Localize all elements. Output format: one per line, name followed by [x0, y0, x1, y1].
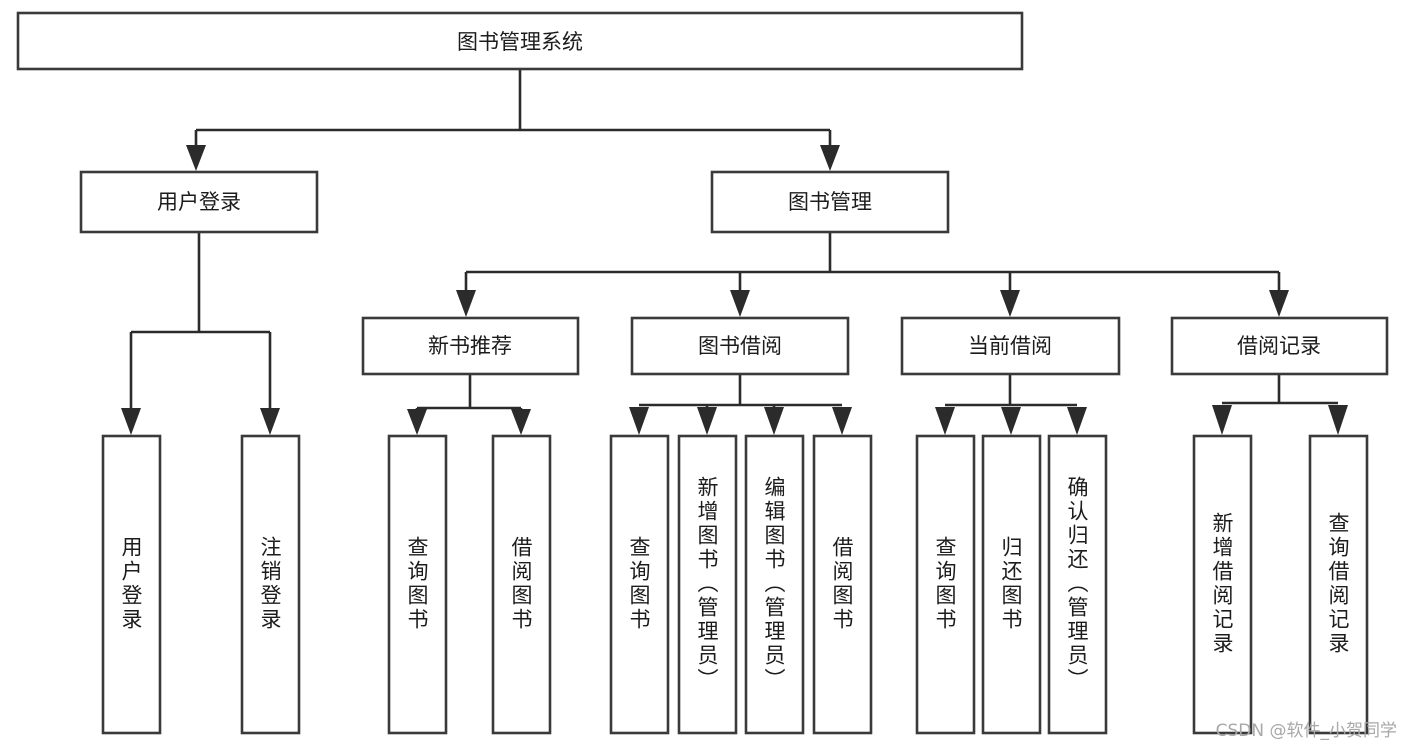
- arrow-bb-leaf1: [697, 407, 717, 435]
- node-current-borrow-box[interactable]: [900, 316, 1121, 376]
- node-borrow-record-label: 借阅记录: [1237, 334, 1321, 358]
- node-current-borrow-label: 当前借阅: [968, 334, 1052, 358]
- leaf-nb-borrow-book-box[interactable]: [491, 434, 552, 735]
- leaf-node[interactable]: 确认归还（管理员）: [1047, 434, 1108, 735]
- arrow-bb-leaf2: [764, 407, 784, 435]
- leaf-node[interactable]: 归还图书: [981, 434, 1042, 735]
- leaf-cb-query-book-label: 查询图书: [933, 536, 957, 632]
- node-user-login-label: 用户登录: [157, 190, 241, 214]
- arrow-root-to-book-manage: [820, 145, 840, 171]
- leaf-logout-label: 注销登录: [258, 536, 282, 632]
- node-current-borrow[interactable]: 当前借阅: [900, 316, 1121, 376]
- node-user-login-box[interactable]: [79, 170, 319, 234]
- leaf-node[interactable]: 查询图书: [609, 434, 670, 735]
- arrow-bm-to-borrow: [730, 290, 750, 317]
- connector-group-book-manage: [456, 233, 1289, 317]
- arrow-root-to-user-login: [186, 145, 206, 171]
- leaf-bb-edit-book-label: 编辑图书（管理员）: [762, 476, 786, 692]
- node-user-login[interactable]: 用户登录: [79, 170, 319, 234]
- node-book-borrow-label: 图书借阅: [698, 334, 782, 358]
- connector-group-user-login: [121, 233, 280, 435]
- arrow-nb-leaf1: [511, 409, 531, 435]
- node-new-book-recommend[interactable]: 新书推荐: [361, 316, 580, 376]
- leaf-br-add-record-box[interactable]: [1192, 434, 1253, 735]
- connector-group-root: [186, 69, 840, 171]
- leaf-node[interactable]: 编辑图书（管理员）: [744, 434, 805, 735]
- connector-group-current-borrow: [935, 374, 1087, 435]
- leaf-node[interactable]: 新增图书（管理员）: [677, 434, 738, 735]
- connector-group-book-borrow: [629, 374, 852, 435]
- arrow-cb-leaf0: [935, 407, 955, 435]
- leaf-nb-borrow-book-label: 借阅图书: [509, 536, 533, 632]
- leaf-node[interactable]: 注销登录: [240, 434, 301, 735]
- leaf-br-add-record-label: 新增借阅记录: [1210, 512, 1234, 656]
- leaf-bb-edit-book-box[interactable]: [744, 434, 805, 735]
- arrow-bb-leaf3: [832, 407, 852, 435]
- node-book-borrow[interactable]: 图书借阅: [630, 316, 850, 376]
- leaf-bb-add-book-label: 新增图书（管理员）: [695, 476, 719, 692]
- leaf-br-query-record-box[interactable]: [1308, 434, 1369, 735]
- arrow-br-leaf1: [1328, 405, 1348, 435]
- node-book-manage-box[interactable]: [710, 170, 950, 234]
- arrow-cb-leaf2: [1067, 407, 1087, 435]
- node-new-book-recommend-box[interactable]: [361, 316, 580, 376]
- node-book-borrow-box[interactable]: [630, 316, 850, 376]
- arrow-bm-to-current: [1000, 290, 1020, 317]
- csdn-watermark: CSDN @软件_小贺同学: [1215, 721, 1397, 741]
- leaf-bb-query-book-box[interactable]: [609, 434, 670, 735]
- leaf-cb-return-book-box[interactable]: [981, 434, 1042, 735]
- leaf-bb-add-book-box[interactable]: [677, 434, 738, 735]
- arrow-bm-to-record: [1269, 290, 1289, 317]
- leaf-cb-confirm-return-label: 确认归还（管理员）: [1065, 476, 1089, 692]
- leaf-node[interactable]: 查询图书: [387, 434, 448, 735]
- node-borrow-record-box[interactable]: [1170, 316, 1389, 376]
- node-root[interactable]: 图书管理系统: [16, 11, 1024, 71]
- leaf-bb-borrow-book-box[interactable]: [812, 434, 873, 735]
- leaf-nb-query-book-label: 查询图书: [405, 536, 429, 632]
- arrow-ul-leaf0: [121, 408, 141, 435]
- arrow-nb-leaf0: [407, 409, 427, 435]
- arrow-ul-leaf1: [260, 408, 280, 435]
- node-book-manage-label: 图书管理: [788, 190, 872, 214]
- connector-group-borrow-record: [1212, 374, 1348, 435]
- node-new-book-recommend-label: 新书推荐: [428, 334, 512, 358]
- arrow-cb-leaf1: [1001, 407, 1021, 435]
- leaf-br-query-record-label: 查询借阅记录: [1326, 512, 1350, 656]
- leaf-user-login-box[interactable]: [101, 434, 162, 735]
- leaf-user-login-label: 用户登录: [119, 536, 143, 632]
- leaf-node[interactable]: 新增借阅记录: [1192, 434, 1253, 735]
- leaf-cb-return-book-label: 归还图书: [999, 536, 1023, 632]
- arrow-br-leaf0: [1212, 405, 1232, 435]
- arrow-bm-to-newbook: [456, 290, 476, 317]
- leaf-node[interactable]: 查询借阅记录: [1308, 434, 1369, 735]
- leaf-cb-query-book-box[interactable]: [915, 434, 976, 735]
- node-root-label: 图书管理系统: [457, 30, 583, 54]
- node-borrow-record[interactable]: 借阅记录: [1170, 316, 1389, 376]
- leaf-node[interactable]: 查询图书: [915, 434, 976, 735]
- node-root-box[interactable]: [16, 11, 1024, 71]
- leaf-logout-box[interactable]: [240, 434, 301, 735]
- leaf-cb-confirm-return-box[interactable]: [1047, 434, 1108, 735]
- leaf-bb-query-book-label: 查询图书: [627, 536, 651, 632]
- arrow-bb-leaf0: [629, 407, 649, 435]
- leaf-node[interactable]: 借阅图书: [812, 434, 873, 735]
- leaf-bb-borrow-book-label: 借阅图书: [830, 536, 854, 632]
- leaf-node[interactable]: 用户登录: [101, 434, 162, 735]
- leaf-nb-query-book-box[interactable]: [387, 434, 448, 735]
- node-book-manage[interactable]: 图书管理: [710, 170, 950, 234]
- connector-group-new-book: [407, 374, 531, 435]
- leaf-node[interactable]: 借阅图书: [491, 434, 552, 735]
